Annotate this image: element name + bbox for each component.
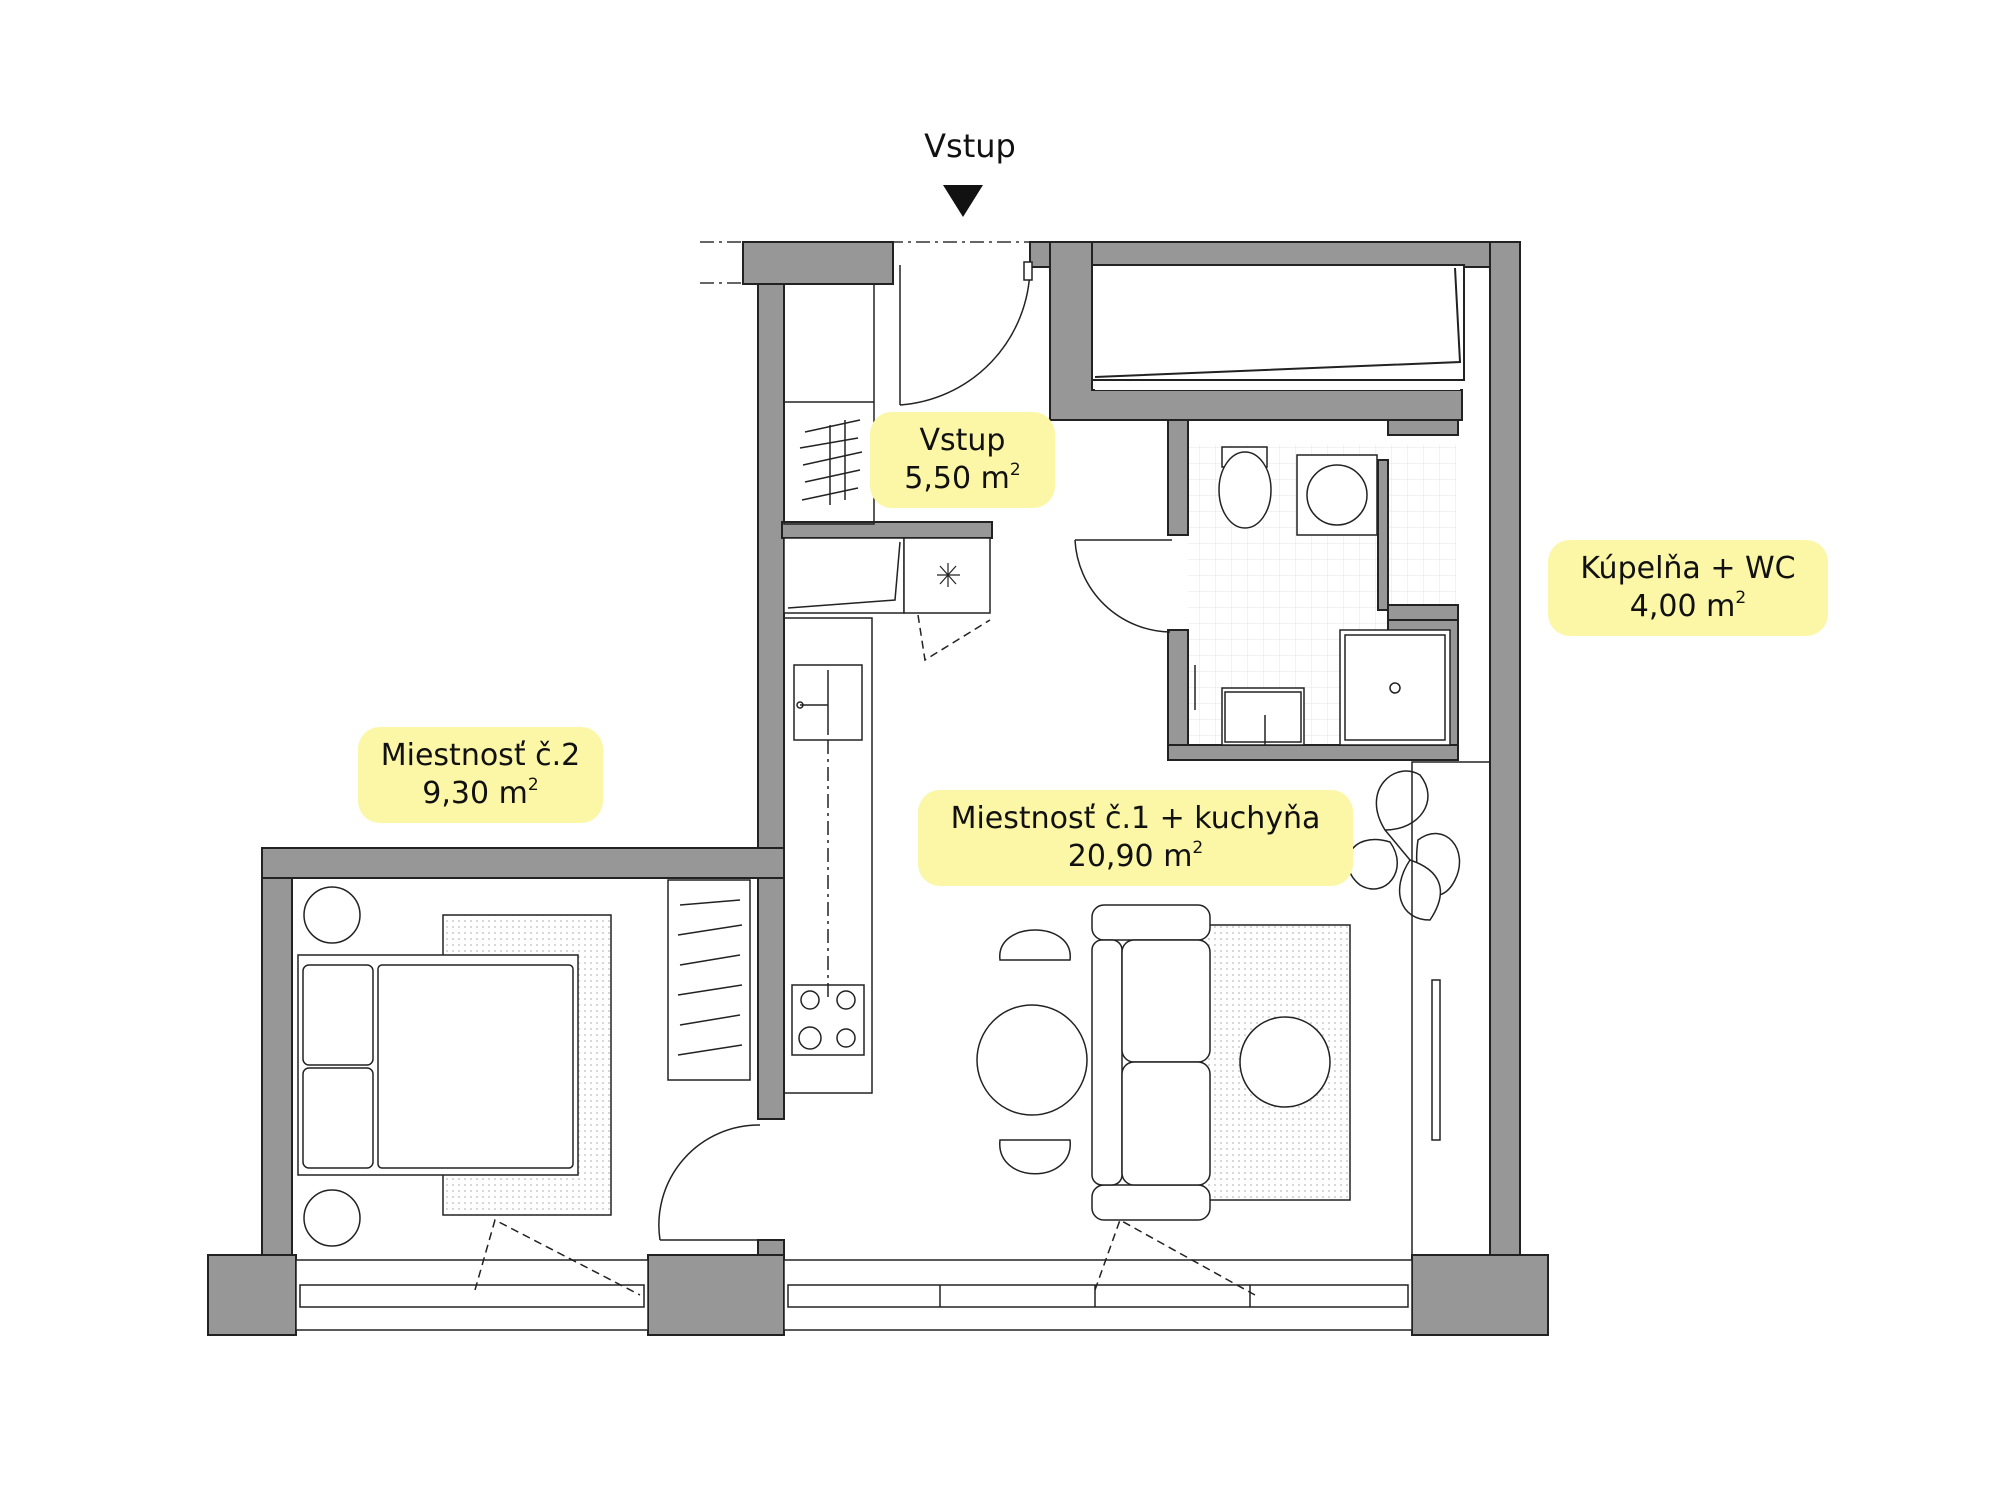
coffee-table (1239, 1016, 1331, 1108)
label-room2: Miestnosť č.2 9,30 m2 (358, 727, 603, 823)
bedroom-furniture (297, 879, 751, 1247)
label-room2-area: 9,30 m2 (422, 775, 539, 811)
label-bathroom-name: Kúpelňa + WC (1580, 551, 1796, 586)
bedroom-door (658, 1124, 761, 1241)
label-entry: Vstup 5,50 m2 (870, 412, 1055, 508)
label-entry-name: Vstup (919, 423, 1006, 458)
dining-set (976, 929, 1088, 1175)
right-window (1411, 761, 1491, 1256)
label-room1-area: 20,90 m2 (1067, 838, 1204, 874)
storage-cabinet (1091, 264, 1465, 381)
bathroom-fixtures (1194, 446, 1451, 746)
label-room1-name: Miestnosť č.1 + kuchyňa (950, 801, 1321, 836)
label-bathroom-area: 4,00 m2 (1629, 588, 1747, 624)
sofa (1091, 904, 1211, 1221)
entry-wardrobe (783, 283, 875, 525)
entrance-title: Vstup (924, 127, 1016, 165)
bottom-windows (295, 1259, 1413, 1331)
label-entry-area: 5,50 m2 (904, 460, 1021, 496)
entrance-arrow-icon (943, 185, 983, 217)
bathroom-door (1074, 539, 1172, 633)
window-swings (474, 1218, 1256, 1296)
kitchen-counter (783, 617, 873, 1094)
entrance-door (899, 261, 1033, 406)
label-room2-name: Miestnosť č.2 (380, 738, 581, 773)
plant-icon (1347, 770, 1461, 921)
label-bathroom: Kúpelňa + WC 4,00 m2 (1548, 540, 1828, 636)
entry-cabinets (783, 537, 991, 662)
label-room1: Miestnosť č.1 + kuchyňa 20,90 m2 (918, 790, 1353, 886)
